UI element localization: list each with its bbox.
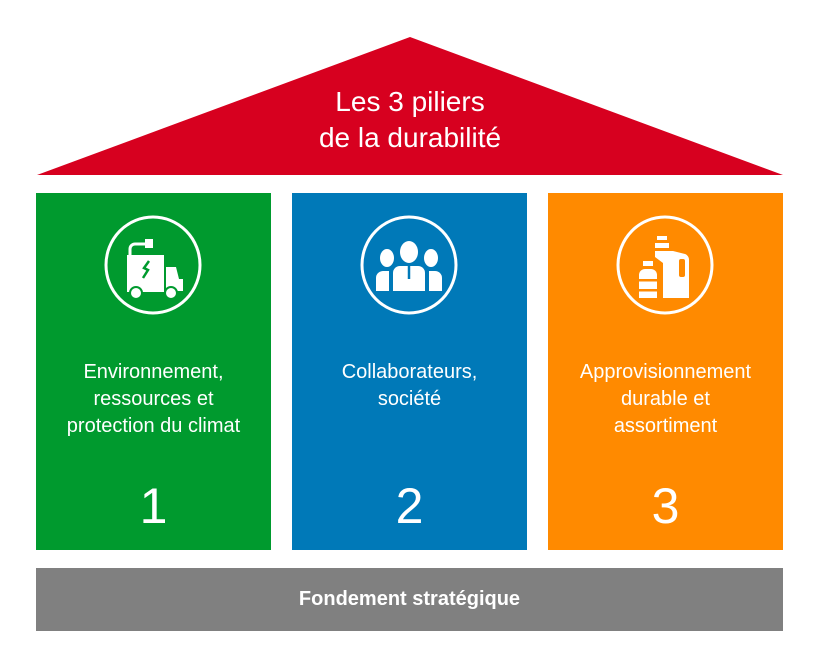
title-line-2: de la durabilité	[318, 122, 502, 153]
pillar-number: 2	[395, 478, 424, 534]
roof	[37, 37, 783, 175]
label-line: Approvisionnement	[579, 361, 752, 383]
label-line: société	[377, 388, 442, 410]
pillar-environment: Environnement, ressources et protection …	[36, 193, 271, 550]
pillar-label: Environnement, ressources et protection …	[36, 359, 271, 440]
label-line: Collaborateurs,	[341, 361, 478, 383]
label-line: protection du climat	[66, 415, 241, 437]
pillar-number: 3	[651, 478, 680, 534]
title-line-1: Les 3 piliers	[335, 86, 485, 117]
roof-title: Les 3 piliers de la durabilité	[210, 84, 610, 156]
foundation: Fondement stratégique	[36, 568, 783, 631]
label-line: durable et	[621, 388, 710, 410]
pillar-label: Approvisionnement durable et assortiment	[548, 359, 783, 440]
label-line: assortiment	[613, 415, 718, 437]
pillar-collaborators: Collaborateurs, société 2	[292, 193, 527, 550]
bottles-icon	[616, 215, 714, 315]
label-line: ressources et	[93, 388, 214, 410]
label-line: Environnement,	[83, 361, 224, 383]
pillar-sourcing: Approvisionnement durable et assortiment…	[548, 193, 783, 550]
pillar-label: Collaborateurs, société	[292, 359, 527, 413]
people-group-icon	[360, 215, 458, 315]
pillar-number: 1	[139, 478, 168, 534]
electric-truck-icon	[104, 215, 202, 315]
